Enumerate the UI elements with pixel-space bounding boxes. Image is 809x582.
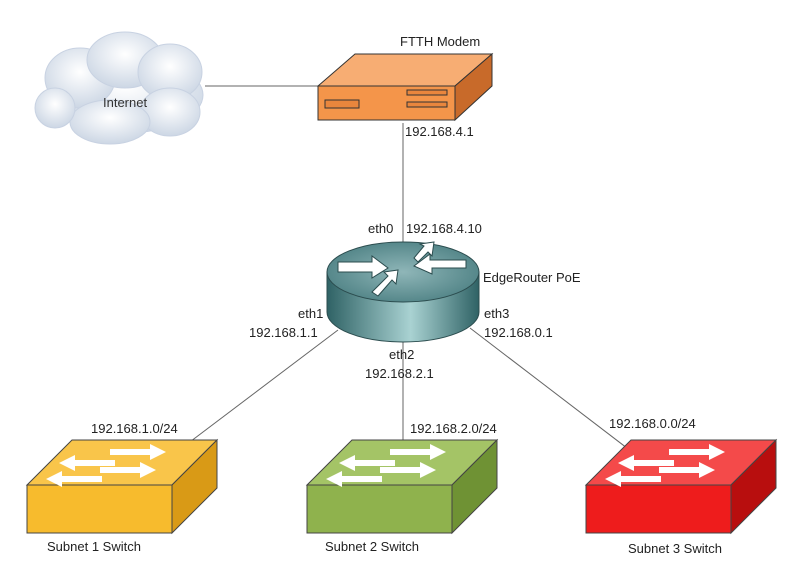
modem-ip: 192.168.4.1 (405, 124, 474, 139)
internet-cloud (34, 31, 204, 145)
router-eth2-label: eth2 (389, 347, 415, 362)
modem-port (406, 89, 448, 96)
router-eth3-label: eth3 (484, 306, 510, 321)
router-name: EdgeRouter PoE (483, 270, 581, 285)
switch-1-device (25, 438, 219, 535)
router-device (326, 241, 480, 343)
switch-arrows-icon (326, 444, 446, 487)
switch-1-label: Subnet 1 Switch (47, 539, 141, 554)
connection-lines (161, 85, 641, 464)
router-arrows-icon (337, 241, 467, 297)
link-router-switch3 (469, 327, 641, 459)
modem-device (316, 52, 494, 122)
switch-2-device (305, 438, 499, 535)
router-eth2-ip: 192.168.2.1 (365, 366, 434, 381)
switch-2-subnet: 192.168.2.0/24 (410, 421, 497, 436)
router-eth1-label: eth1 (298, 306, 324, 321)
modem-port (406, 101, 448, 108)
switch-3-subnet: 192.168.0.0/24 (609, 416, 696, 431)
modem-title: FTTH Modem (400, 34, 481, 49)
modem-port (324, 99, 360, 109)
switch-2-label: Subnet 2 Switch (325, 539, 419, 554)
switch-3-label: Subnet 3 Switch (628, 541, 722, 556)
switch-arrows-icon (605, 444, 725, 487)
router-eth0-label: eth0 (368, 221, 394, 236)
router-eth0-ip: 192.168.4.10 (406, 221, 482, 236)
router-eth3-ip: 192.168.0.1 (484, 325, 553, 340)
switch-arrows-icon (46, 444, 166, 487)
switch-3-device (584, 438, 778, 535)
router-eth1-ip: 192.168.1.1 (249, 325, 318, 340)
internet-label: Internet (103, 95, 148, 110)
switch-1-subnet: 192.168.1.0/24 (91, 421, 178, 436)
